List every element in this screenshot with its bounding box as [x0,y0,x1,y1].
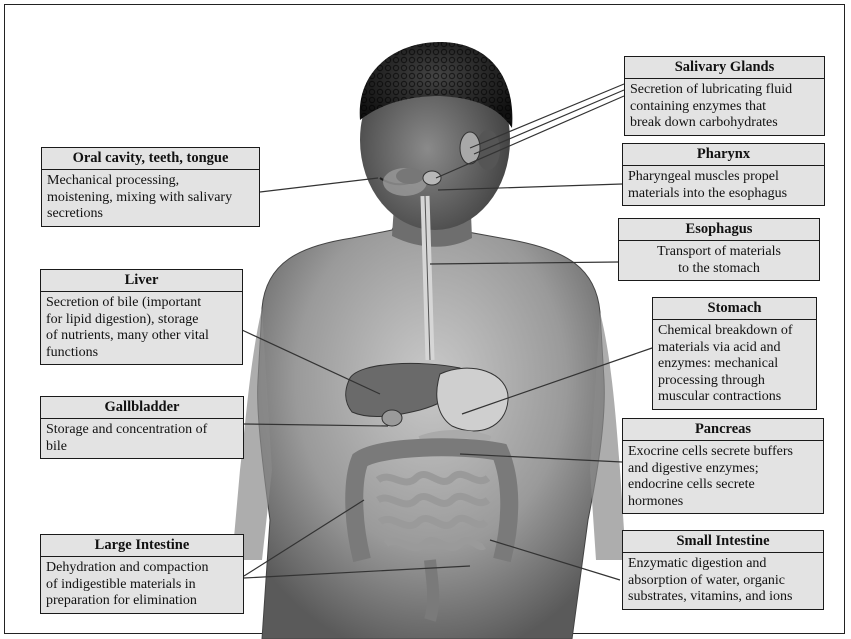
label-description: Exocrine cells secrete buffers and diges… [623,441,823,513]
label-gallbladder: Gallbladder Storage and concentration of… [40,396,244,459]
label-title: Salivary Glands [625,57,824,79]
label-description: Transport of materials to the stomach [619,241,819,280]
salivary-gland [423,171,441,185]
rectum [430,560,433,620]
label-description: Chemical breakdown of materials via acid… [653,320,816,409]
label-esophagus: Esophagus Transport of materials to the … [618,218,820,281]
label-pharynx: Pharynx Pharyngeal muscles propel materi… [622,143,825,206]
label-liver: Liver Secretion of bile (important for l… [40,269,243,365]
stomach [437,368,508,431]
label-description: Pharyngeal muscles propel materials into… [623,166,824,205]
label-pancreas: Pancreas Exocrine cells secrete buffers … [622,418,824,514]
label-description: Secretion of bile (important for lipid d… [41,292,242,364]
label-salivary-glands: Salivary Glands Secretion of lubricating… [624,56,825,136]
label-title: Oral cavity, teeth, tongue [42,148,259,170]
label-description: Secretion of lubricating fluid containin… [625,79,824,135]
label-title: Large Intestine [41,535,243,557]
label-description: Mechanical processing, moistening, mixin… [42,170,259,226]
label-title: Pancreas [623,419,823,441]
gallbladder [382,410,402,426]
label-description: Enzymatic digestion and absorption of wa… [623,553,823,609]
label-title: Pharynx [623,144,824,166]
label-description: Dehydration and compaction of indigestib… [41,557,243,613]
label-title: Gallbladder [41,397,243,419]
label-title: Liver [41,270,242,292]
label-description: Storage and concentration of bile [41,419,243,458]
label-title: Stomach [653,298,816,320]
label-large-intestine: Large Intestine Dehydration and compacti… [40,534,244,614]
label-title: Small Intestine [623,531,823,553]
label-oral-cavity: Oral cavity, teeth, tongue Mechanical pr… [41,147,260,227]
label-stomach: Stomach Chemical breakdown of materials … [652,297,817,410]
label-title: Esophagus [619,219,819,241]
label-small-intestine: Small Intestine Enzymatic digestion and … [622,530,824,610]
leader-oral [260,178,378,192]
